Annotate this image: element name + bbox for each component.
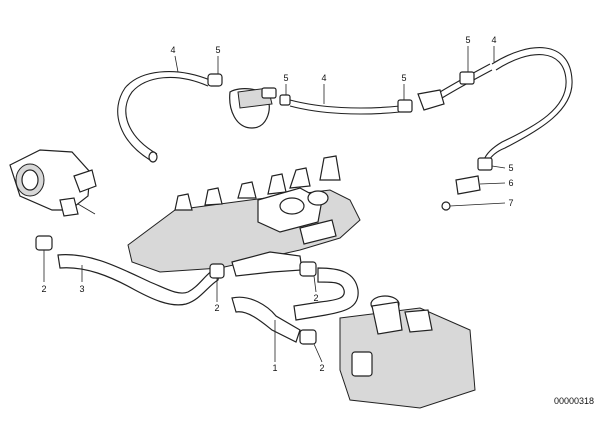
callout-labels: 4 5 5 4 5 5 4 5 6 7 2 3 2 2 1 2 [41, 35, 513, 373]
callout-6: 6 [508, 178, 513, 188]
callout-5: 5 [508, 163, 513, 173]
callout-2: 2 [313, 293, 318, 303]
callout-5: 5 [401, 73, 406, 83]
callout-5: 5 [283, 73, 288, 83]
callout-1: 1 [272, 363, 277, 373]
callout-7: 7 [508, 198, 513, 208]
callout-2: 2 [41, 284, 46, 294]
leader-lines [43, 46, 506, 363]
callout-4: 4 [170, 45, 175, 55]
vacuum-valve-assembly [207, 71, 493, 211]
callout-2: 2 [214, 303, 219, 313]
callout-5: 5 [215, 45, 220, 55]
callout-4: 4 [491, 35, 496, 45]
intake-manifold [127, 155, 361, 273]
callout-5: 5 [465, 35, 470, 45]
vacuum-hose-upper [117, 47, 573, 163]
drawing-number: 00000318 [554, 396, 594, 406]
callout-3: 3 [79, 284, 84, 294]
callout-2: 2 [319, 363, 324, 373]
thermostat-housing [9, 149, 97, 217]
callout-4: 4 [321, 73, 326, 83]
engine-block [339, 295, 476, 409]
coolant-hose [35, 235, 359, 345]
